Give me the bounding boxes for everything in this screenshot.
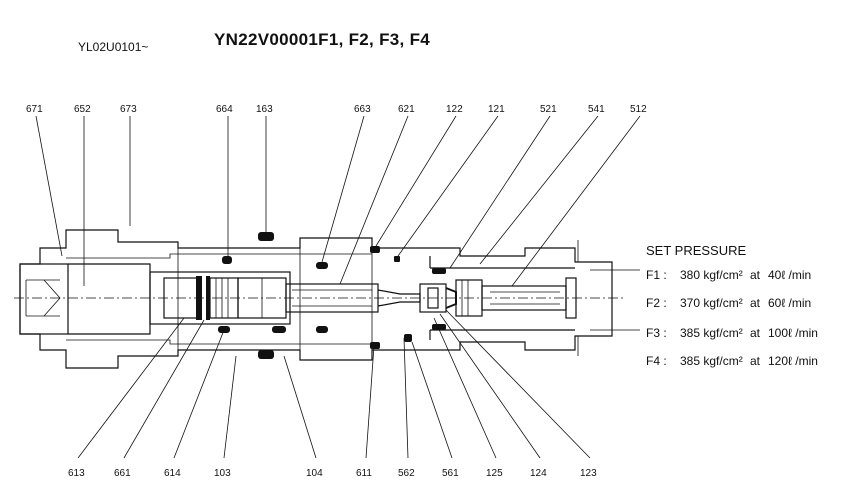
label-652: 652 — [74, 104, 91, 115]
label-671: 671 — [26, 104, 43, 115]
set-pressure-row: F2 : 370 kgf/cm² at 60ℓ /min — [646, 296, 811, 310]
label-521: 521 — [540, 104, 557, 115]
label-163: 163 — [256, 104, 273, 115]
row-at: at — [750, 268, 761, 282]
label-661: 661 — [114, 468, 131, 479]
row-label: F2 : — [646, 296, 667, 310]
label-541: 541 — [588, 104, 605, 115]
row-pressure: 385 kgf/cm² — [680, 354, 743, 368]
row-at: at — [750, 296, 761, 310]
row-flow: 60ℓ /min — [768, 296, 812, 310]
valve-body-outline — [14, 229, 640, 369]
label-621: 621 — [398, 104, 415, 115]
seal-rings — [218, 232, 446, 359]
row-pressure: 385 kgf/cm² — [680, 326, 743, 340]
plug-652 — [19, 263, 151, 335]
label-123: 123 — [580, 468, 597, 479]
label-562: 562 — [398, 468, 415, 479]
row-flow: 120ℓ /min — [768, 354, 818, 368]
row-pressure: 380 kgf/cm² — [680, 268, 743, 282]
part-labels-bottom: 613 661 614 103 104 611 562 561 125 124 … — [68, 468, 597, 479]
row-flow: 100ℓ /min — [768, 326, 818, 340]
spring-541 — [481, 277, 577, 319]
part-labels-top: 671 652 673 664 163 663 621 122 121 521 … — [26, 104, 647, 115]
row-pressure: 370 kgf/cm² — [680, 296, 743, 310]
set-pressure-row: F3 : 385 kgf/cm² at 100ℓ /min — [646, 326, 818, 340]
label-613: 613 — [68, 468, 85, 479]
piston-assembly — [149, 271, 291, 325]
row-at: at — [750, 326, 761, 340]
label-121: 121 — [488, 104, 505, 115]
leaders-top — [35, 115, 641, 287]
set-pressure-row: F4 : 385 kgf/cm² at 120ℓ /min — [646, 354, 818, 368]
label-104: 104 — [306, 468, 323, 479]
leaders-bottom — [77, 309, 591, 459]
label-124: 124 — [530, 468, 547, 479]
label-673: 673 — [120, 104, 137, 115]
row-flow: 40ℓ /min — [768, 268, 812, 282]
label-122: 122 — [446, 104, 463, 115]
row-at: at — [750, 354, 761, 368]
set-pressure-row: F1 : 380 kgf/cm² at 40ℓ /min — [646, 268, 811, 282]
set-pressure-title: SET PRESSURE — [646, 243, 747, 258]
label-103: 103 — [214, 468, 231, 479]
label-512: 512 — [630, 104, 647, 115]
label-611: 611 — [356, 468, 372, 479]
label-663: 663 — [354, 104, 371, 115]
label-561: 561 — [442, 468, 459, 479]
document-code: YL02U0101~ — [78, 40, 149, 54]
label-614: 614 — [164, 468, 181, 479]
row-label: F3 : — [646, 326, 667, 340]
label-125: 125 — [486, 468, 503, 479]
poppet-seat — [419, 279, 483, 317]
row-label: F4 : — [646, 354, 667, 368]
row-label: F1 : — [646, 268, 667, 282]
model-title: YN22V00001F1, F2, F3, F4 — [214, 30, 431, 49]
adjuster-housing — [429, 256, 575, 340]
label-664: 664 — [216, 104, 233, 115]
